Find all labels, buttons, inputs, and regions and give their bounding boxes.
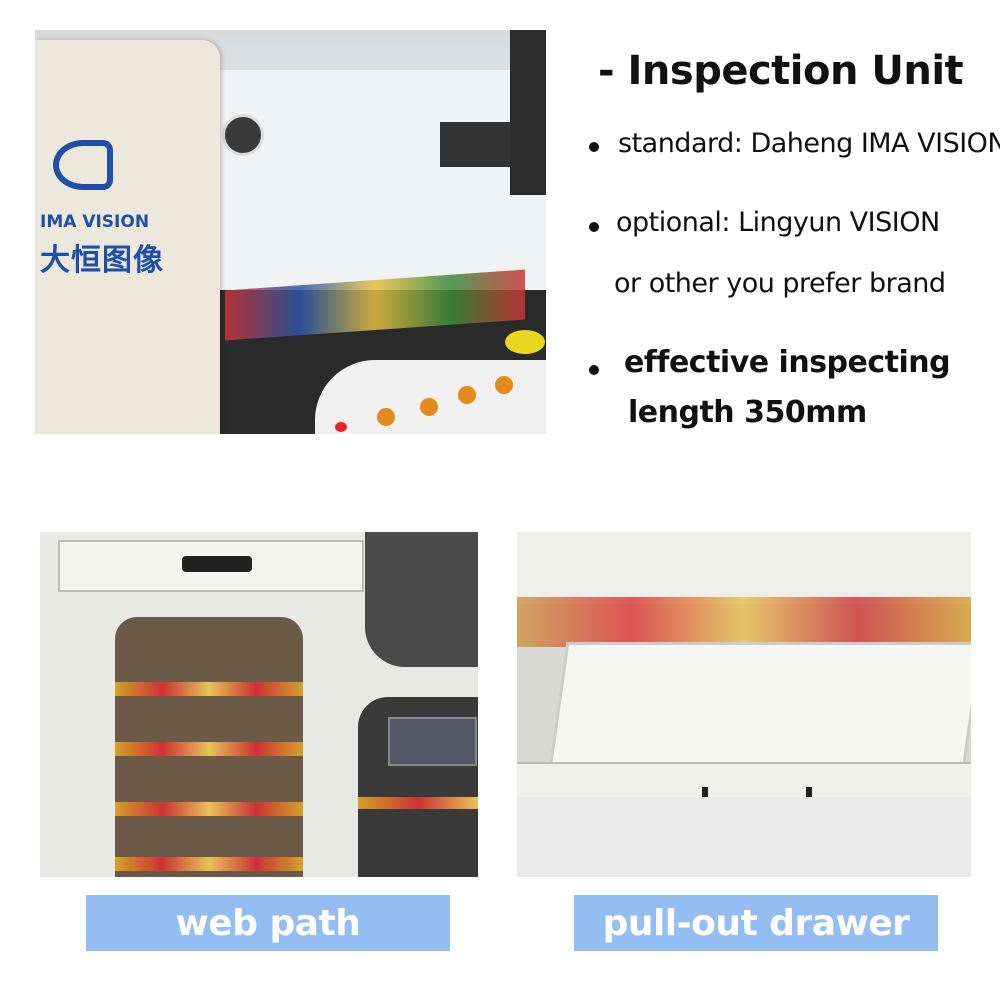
section-heading: - Inspection Unit <box>598 48 964 94</box>
logo-text: IMA VISION <box>40 212 150 232</box>
button-knob <box>495 376 513 394</box>
caption-web-path: web path <box>86 895 450 951</box>
indicator-light <box>335 422 347 432</box>
printed-labels <box>517 597 971 647</box>
button-knob <box>458 386 476 404</box>
web-strip <box>115 857 303 871</box>
drawer-front <box>517 762 971 799</box>
logo-chinese-text: 大恒图像 <box>40 243 164 278</box>
web-strip <box>115 802 303 816</box>
bullet-optional: optional: Lingyun VISION <box>616 207 940 238</box>
mouse <box>505 330 545 354</box>
web-strip <box>358 797 478 809</box>
side-cover-panel: IMA VISION 大恒图像 <box>35 40 220 434</box>
monitor <box>510 30 546 195</box>
drawer-tray <box>547 642 971 778</box>
button-knob <box>420 398 438 416</box>
pull-out-drawer-photo <box>517 532 971 877</box>
side-window <box>365 532 478 667</box>
bullet-icon <box>589 365 599 375</box>
bullet-icon <box>589 142 599 152</box>
control-panel <box>315 360 546 434</box>
bullet-optional-continuation: or other you prefer brand <box>614 268 946 299</box>
web-strip <box>115 682 303 696</box>
bullet-effective-length: effective inspecting <box>624 345 951 380</box>
bullet-standard: standard: Daheng IMA VISION <box>618 128 1000 159</box>
drawer-handle <box>182 556 252 572</box>
web-path-opening <box>115 617 303 877</box>
bullet-effective-length-continuation: length 350mm <box>628 395 867 430</box>
control-box <box>388 717 477 766</box>
web-path-photo <box>40 532 478 877</box>
bullet-icon <box>589 222 599 232</box>
machine-top-panel <box>517 532 971 604</box>
machine-base <box>517 797 971 877</box>
web-strip <box>115 742 303 756</box>
top-drawer <box>58 540 364 592</box>
lower-window <box>358 697 478 877</box>
panel-hole <box>222 114 264 156</box>
button-knob <box>377 408 395 426</box>
ima-vision-logo-icon <box>53 140 113 190</box>
inspection-unit-photo: IMA VISION 大恒图像 <box>35 30 546 434</box>
camera-mount <box>440 122 510 167</box>
caption-pull-out-drawer: pull-out drawer <box>574 895 938 951</box>
